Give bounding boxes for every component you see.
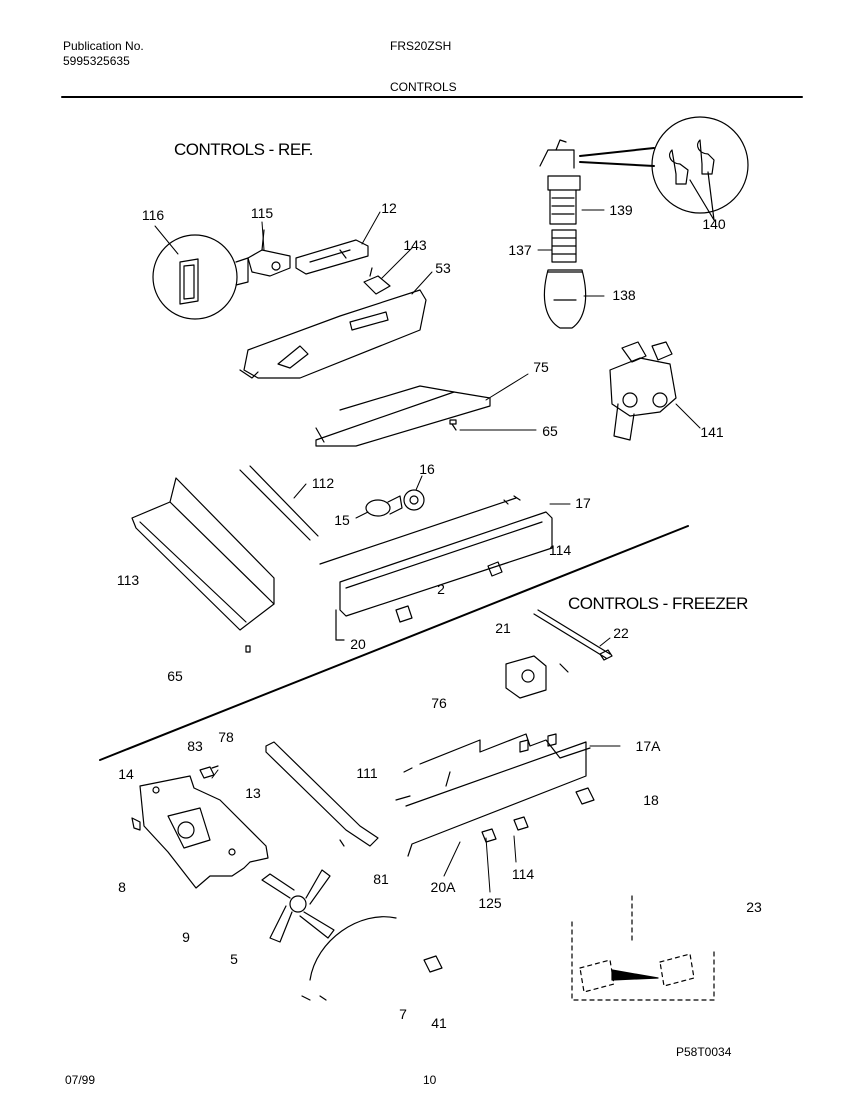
callout-139: 139 bbox=[609, 202, 633, 218]
part-21 bbox=[506, 656, 568, 698]
part-65-screw bbox=[450, 420, 456, 430]
callout-113: 113 bbox=[116, 572, 140, 588]
part-116-detail bbox=[153, 235, 248, 319]
part-15-lamp bbox=[366, 496, 402, 516]
callout-7: 7 bbox=[399, 1006, 407, 1022]
part-111 bbox=[266, 742, 378, 846]
publication-label: Publication No. bbox=[63, 39, 144, 53]
callout-140: 140 bbox=[702, 216, 726, 232]
leader-lines bbox=[155, 210, 700, 892]
footer-date: 07/99 bbox=[65, 1073, 96, 1087]
callout-141: 141 bbox=[700, 424, 724, 440]
callout-53: 53 bbox=[435, 260, 451, 276]
callout-115: 115 bbox=[250, 205, 274, 221]
part-14-bracket bbox=[132, 776, 268, 888]
callout-75: 75 bbox=[533, 359, 549, 375]
callout-112: 112 bbox=[311, 475, 335, 491]
callout-16: 16 bbox=[419, 461, 435, 477]
part-137 bbox=[552, 230, 576, 262]
callout-17a: 17A bbox=[635, 738, 661, 754]
part-16-socket bbox=[404, 490, 424, 510]
callout-9: 9 bbox=[182, 929, 190, 945]
part-12 bbox=[296, 240, 368, 274]
part-17a-panel bbox=[396, 734, 594, 856]
part-53 bbox=[240, 290, 426, 378]
callout-14: 14 bbox=[118, 766, 134, 782]
callout-116: 116 bbox=[141, 207, 165, 223]
callout-125: 125 bbox=[478, 895, 502, 911]
callout-20a: 20A bbox=[430, 879, 456, 895]
part-41 bbox=[424, 956, 442, 972]
part-112 bbox=[240, 466, 318, 540]
callout-2: 2 bbox=[437, 581, 445, 597]
callout-111: 111 bbox=[356, 765, 378, 781]
part-7-shroud bbox=[302, 917, 396, 1000]
callout-13: 13 bbox=[245, 785, 261, 801]
callout-18: 18 bbox=[643, 792, 659, 808]
callout-23: 23 bbox=[746, 899, 762, 915]
part-143 bbox=[364, 268, 390, 294]
callout-17: 17 bbox=[575, 495, 591, 511]
callout-83: 83 bbox=[187, 738, 203, 754]
part-17-frame bbox=[340, 512, 552, 616]
part-140-detail bbox=[580, 117, 748, 220]
part-2-housing bbox=[320, 496, 520, 640]
part-138 bbox=[544, 270, 585, 328]
part-83 bbox=[200, 766, 218, 778]
page-number: 10 bbox=[423, 1073, 437, 1087]
callout-5: 5 bbox=[230, 951, 238, 967]
part-141 bbox=[610, 342, 676, 440]
part-65b-screw bbox=[246, 646, 250, 652]
section-title-ref: CONTROLS - REF. bbox=[174, 140, 313, 159]
part-115 bbox=[248, 230, 290, 276]
part-75 bbox=[316, 386, 490, 446]
section-title-freezer: CONTROLS - FREEZER bbox=[568, 594, 748, 613]
callout-114-upper: 114 bbox=[548, 542, 572, 558]
callout-15: 15 bbox=[334, 512, 350, 528]
callout-137: 137 bbox=[508, 242, 532, 258]
callout-65-lower: 65 bbox=[167, 668, 183, 684]
part-139 bbox=[540, 140, 580, 224]
part-23 bbox=[572, 896, 714, 1000]
part-23-leaders bbox=[612, 970, 658, 980]
callout-114-lower: 114 bbox=[511, 866, 535, 882]
callout-20: 20 bbox=[350, 636, 366, 652]
callout-138: 138 bbox=[612, 287, 636, 303]
part-5-fan bbox=[262, 870, 334, 942]
part-113 bbox=[132, 478, 274, 630]
callout-78: 78 bbox=[218, 729, 234, 745]
model-number: FRS20ZSH bbox=[390, 39, 452, 53]
callout-41: 41 bbox=[431, 1015, 447, 1031]
callout-143: 143 bbox=[403, 237, 427, 253]
callout-65-upper: 65 bbox=[542, 423, 558, 439]
callout-22: 22 bbox=[613, 625, 629, 641]
part-22 bbox=[534, 610, 612, 660]
section-title: CONTROLS bbox=[390, 80, 457, 94]
callout-76: 76 bbox=[431, 695, 447, 711]
callout-8: 8 bbox=[118, 879, 126, 895]
callout-81: 81 bbox=[373, 871, 389, 887]
section-divider bbox=[100, 526, 688, 760]
publication-number: 5995325635 bbox=[63, 54, 130, 68]
callout-21: 21 bbox=[495, 620, 511, 636]
diagram-code: P58T0034 bbox=[676, 1045, 732, 1059]
callout-12: 12 bbox=[381, 200, 397, 216]
